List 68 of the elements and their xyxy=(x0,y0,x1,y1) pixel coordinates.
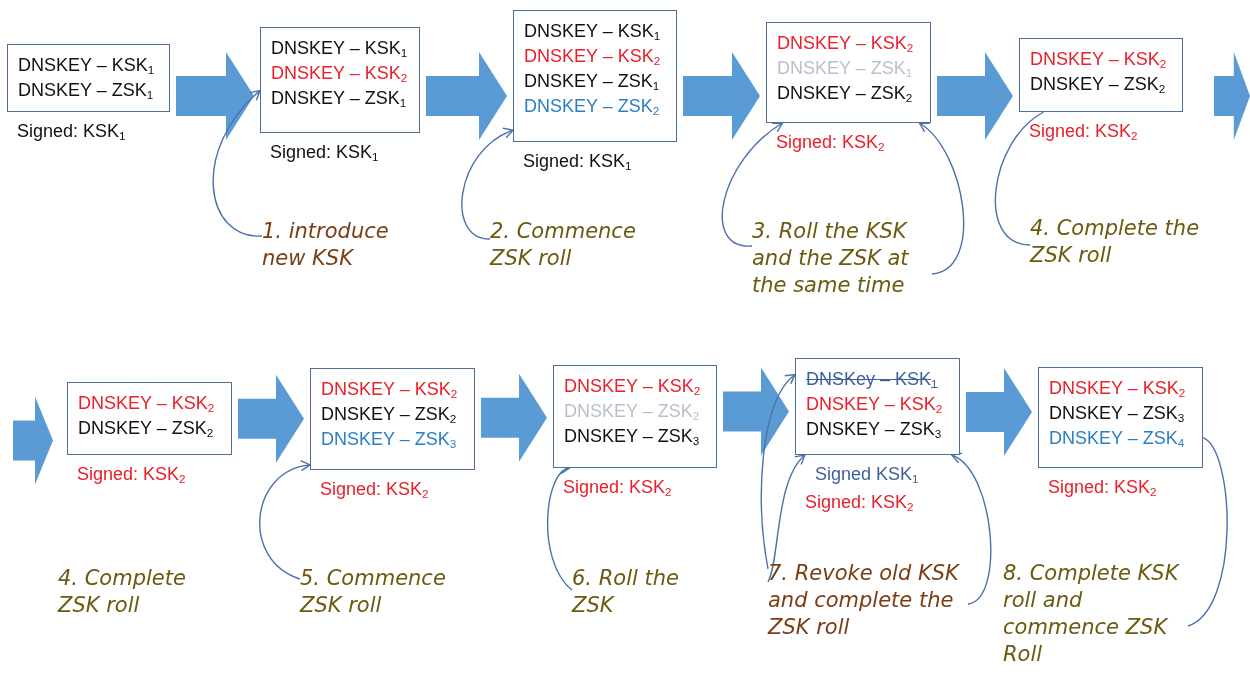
signed-by-caption: Signed: KSK$_{1}$ xyxy=(270,141,379,165)
leader-line xyxy=(994,111,1045,246)
signed-by-caption: Signed: KSK$_{2}$ xyxy=(805,491,914,515)
leader-line xyxy=(461,128,514,240)
leader-line xyxy=(918,122,965,275)
key-record: DNSKEY – ZSK$_{2}$ xyxy=(564,400,700,424)
key-record: DNSKEY – KSK$_{2}$ xyxy=(564,375,701,399)
key-record: DNSKEY – KSK$_{1}$ xyxy=(271,37,408,61)
struck-key-record: DNSKey – KSK$_{1}$ xyxy=(806,368,938,392)
key-record: DNSKEY – ZSK$_{3}$ xyxy=(806,418,942,442)
signed-by-caption: Signed: KSK$_{2}$ xyxy=(1029,120,1138,144)
signed-by-caption: Signed: KSK$_{2}$ xyxy=(563,476,672,500)
step-annotation: 4. Complete the ZSK roll xyxy=(1030,215,1201,269)
step-annotation: 5. Commence ZSK roll xyxy=(300,565,447,619)
key-record: DNSKEY – KSK$_{1}$ xyxy=(18,54,155,78)
key-record: DNSKEY – KSK$_{2}$ xyxy=(1049,377,1186,401)
step-annotation: 3. Roll the KSK and the ZSK at the same time xyxy=(752,218,910,299)
signed-by-caption: Signed: KSK$_{2}$ xyxy=(776,131,885,155)
block-arrow xyxy=(176,52,254,140)
key-record: DNSKEY – ZSK$_{2}$ xyxy=(78,417,214,441)
signed-by-caption: Signed: KSK$_{2}$ xyxy=(1048,476,1157,500)
step-annotation: 1. introduce new KSK xyxy=(262,218,390,272)
key-record: DNSKEY – KSK$_{2}$ xyxy=(271,62,408,86)
key-record: DNSKEY – KSK$_{2}$ xyxy=(78,392,215,416)
leader-line xyxy=(721,122,784,247)
key-record: DNSKEY – ZSK$_{3}$ xyxy=(564,425,700,449)
key-record: DNSKEY – KSK$_{2}$ xyxy=(1030,48,1167,72)
key-record: DNSKEY – ZSK$_{3}$ xyxy=(321,428,457,452)
key-record: DNSKEY – KSK$_{2}$ xyxy=(806,393,943,417)
block-arrow xyxy=(481,373,547,462)
key-record: DNSKEY – ZSK$_{2}$ xyxy=(1030,73,1166,97)
block-arrow xyxy=(238,374,304,463)
block-arrow xyxy=(426,52,507,140)
key-record: DNSKEY – ZSK$_{1}$ xyxy=(271,87,407,111)
signed-by-caption: Signed: KSK$_{1}$ xyxy=(17,120,126,144)
key-record: DNSKEY – ZSK$_{3}$ xyxy=(1049,402,1185,426)
signed-by-caption: Signed: KSK$_{1}$ xyxy=(523,150,632,174)
block-arrow xyxy=(937,52,1013,140)
leader-line xyxy=(1187,437,1228,627)
step-annotation: 4. Complete ZSK roll xyxy=(58,565,187,619)
key-record: DNSKEY – ZSK$_{1}$ xyxy=(777,57,913,81)
block-arrow xyxy=(683,52,760,140)
key-record: DNSKEY – KSK$_{2}$ xyxy=(321,378,458,402)
block-arrow xyxy=(1214,52,1250,140)
signed-by-caption: Signed KSK$_{1}$ xyxy=(815,463,919,487)
key-record: DNSKEY – ZSK$_{1}$ xyxy=(18,79,154,103)
block-arrow xyxy=(966,368,1032,456)
key-record: DNSKEY – KSK$_{2}$ xyxy=(524,45,661,69)
leader-line xyxy=(259,461,311,580)
step-annotation: 6. Roll the ZSK xyxy=(572,565,680,619)
step-annotation: 8. Complete KSK roll and commence ZSK Roll xyxy=(1003,560,1181,668)
block-arrow xyxy=(723,367,789,456)
step-annotation: 2. Commence ZSK roll xyxy=(490,218,637,272)
key-record: DNSKEY – KSK$_{1}$ xyxy=(524,20,661,44)
key-record: DNSKEY – ZSK$_{2}$ xyxy=(321,403,457,427)
key-record: DNSKEY – ZSK$_{4}$ xyxy=(1049,427,1185,451)
signed-by-caption: Signed: KSK$_{2}$ xyxy=(77,463,186,487)
leader-line xyxy=(212,89,263,237)
key-record: DNSKEY – ZSK$_{2}$ xyxy=(524,95,660,119)
block-arrow xyxy=(13,396,53,485)
key-record: DNSKEY – ZSK$_{1}$ xyxy=(524,70,660,94)
key-record: DNSKEY – ZSK$_{2}$ xyxy=(777,82,913,106)
leader-line xyxy=(760,373,796,570)
key-record: DNSKEY – KSK$_{2}$ xyxy=(777,32,914,56)
signed-by-caption: Signed: KSK$_{2}$ xyxy=(320,478,429,502)
leader-line xyxy=(767,454,806,583)
leader-line xyxy=(951,454,992,605)
step-annotation: 7. Revoke old KSK and complete the ZSK roll xyxy=(768,560,961,641)
